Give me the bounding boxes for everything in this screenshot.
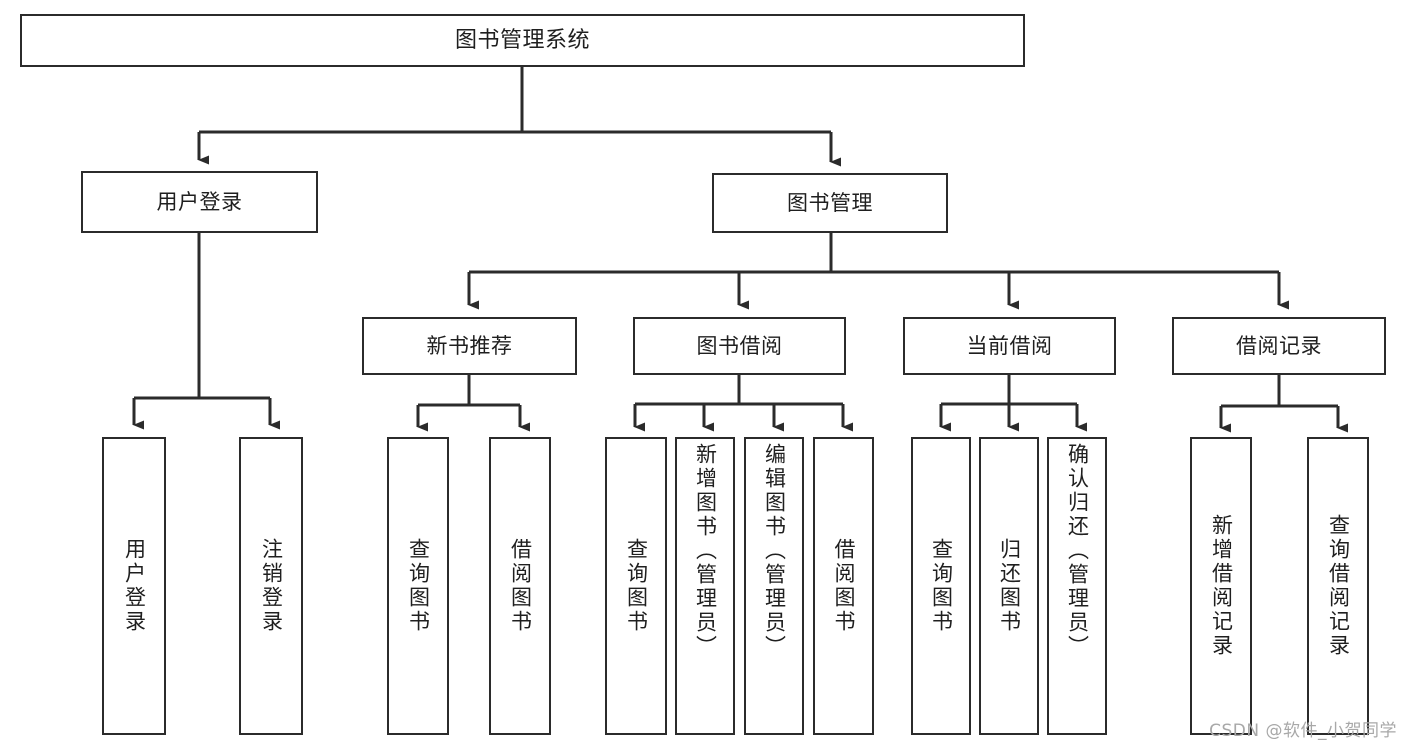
node-book-borrow[interactable]: 图书借阅 <box>633 317 846 375</box>
node-new-book-recommend[interactable]: 新书推荐 <box>362 317 577 375</box>
node-label: 确认归还（管理员） <box>1065 443 1090 659</box>
csdn-watermark: CSDN @软件_小贺同学 <box>1209 721 1397 741</box>
leaf-return-book[interactable]: 归还图书 <box>979 437 1039 735</box>
node-label: 用户登录 <box>122 538 147 634</box>
node-borrow-record[interactable]: 借阅记录 <box>1172 317 1386 375</box>
node-label: 借阅记录 <box>1236 333 1322 358</box>
leaf-query-book-recommend[interactable]: 查询图书 <box>387 437 449 735</box>
node-label: 新增借阅记录 <box>1209 514 1234 658</box>
leaf-query-book-current[interactable]: 查询图书 <box>911 437 971 735</box>
leaf-query-borrow-record[interactable]: 查询借阅记录 <box>1307 437 1369 735</box>
node-label: 图书借阅 <box>696 333 783 358</box>
leaf-add-borrow-record[interactable]: 新增借阅记录 <box>1190 437 1252 735</box>
node-label: 注销登录 <box>259 538 284 634</box>
node-label: 查询图书 <box>624 538 649 634</box>
leaf-borrow-book-recommend[interactable]: 借阅图书 <box>489 437 551 735</box>
node-label: 查询图书 <box>929 538 954 634</box>
leaf-add-book-admin[interactable]: 新增图书（管理员） <box>675 437 735 735</box>
node-label: 归还图书 <box>997 538 1022 634</box>
node-label: 新增图书（管理员） <box>693 443 718 659</box>
leaf-query-book-borrow[interactable]: 查询图书 <box>605 437 667 735</box>
node-label: 图书管理系统 <box>454 27 590 53</box>
node-book-manage[interactable]: 图书管理 <box>712 173 948 233</box>
leaf-user-login[interactable]: 用户登录 <box>102 437 166 735</box>
node-current-borrow[interactable]: 当前借阅 <box>903 317 1116 375</box>
node-label: 新书推荐 <box>426 333 513 358</box>
node-label: 当前借阅 <box>966 333 1053 358</box>
node-label: 查询图书 <box>406 538 431 634</box>
node-label: 借阅图书 <box>832 538 856 634</box>
leaf-borrow-book[interactable]: 借阅图书 <box>813 437 874 735</box>
leaf-confirm-return-admin[interactable]: 确认归还（管理员） <box>1047 437 1107 735</box>
node-root-system[interactable]: 图书管理系统 <box>20 14 1025 67</box>
node-user-login[interactable]: 用户登录 <box>81 171 318 233</box>
node-label: 编辑图书（管理员） <box>762 443 787 659</box>
node-label: 借阅图书 <box>508 538 533 634</box>
node-label: 查询借阅记录 <box>1326 514 1351 658</box>
node-label: 用户登录 <box>156 189 243 214</box>
node-label: 图书管理 <box>787 190 873 215</box>
leaf-edit-book-admin[interactable]: 编辑图书（管理员） <box>744 437 804 735</box>
leaf-logout-login[interactable]: 注销登录 <box>239 437 303 735</box>
